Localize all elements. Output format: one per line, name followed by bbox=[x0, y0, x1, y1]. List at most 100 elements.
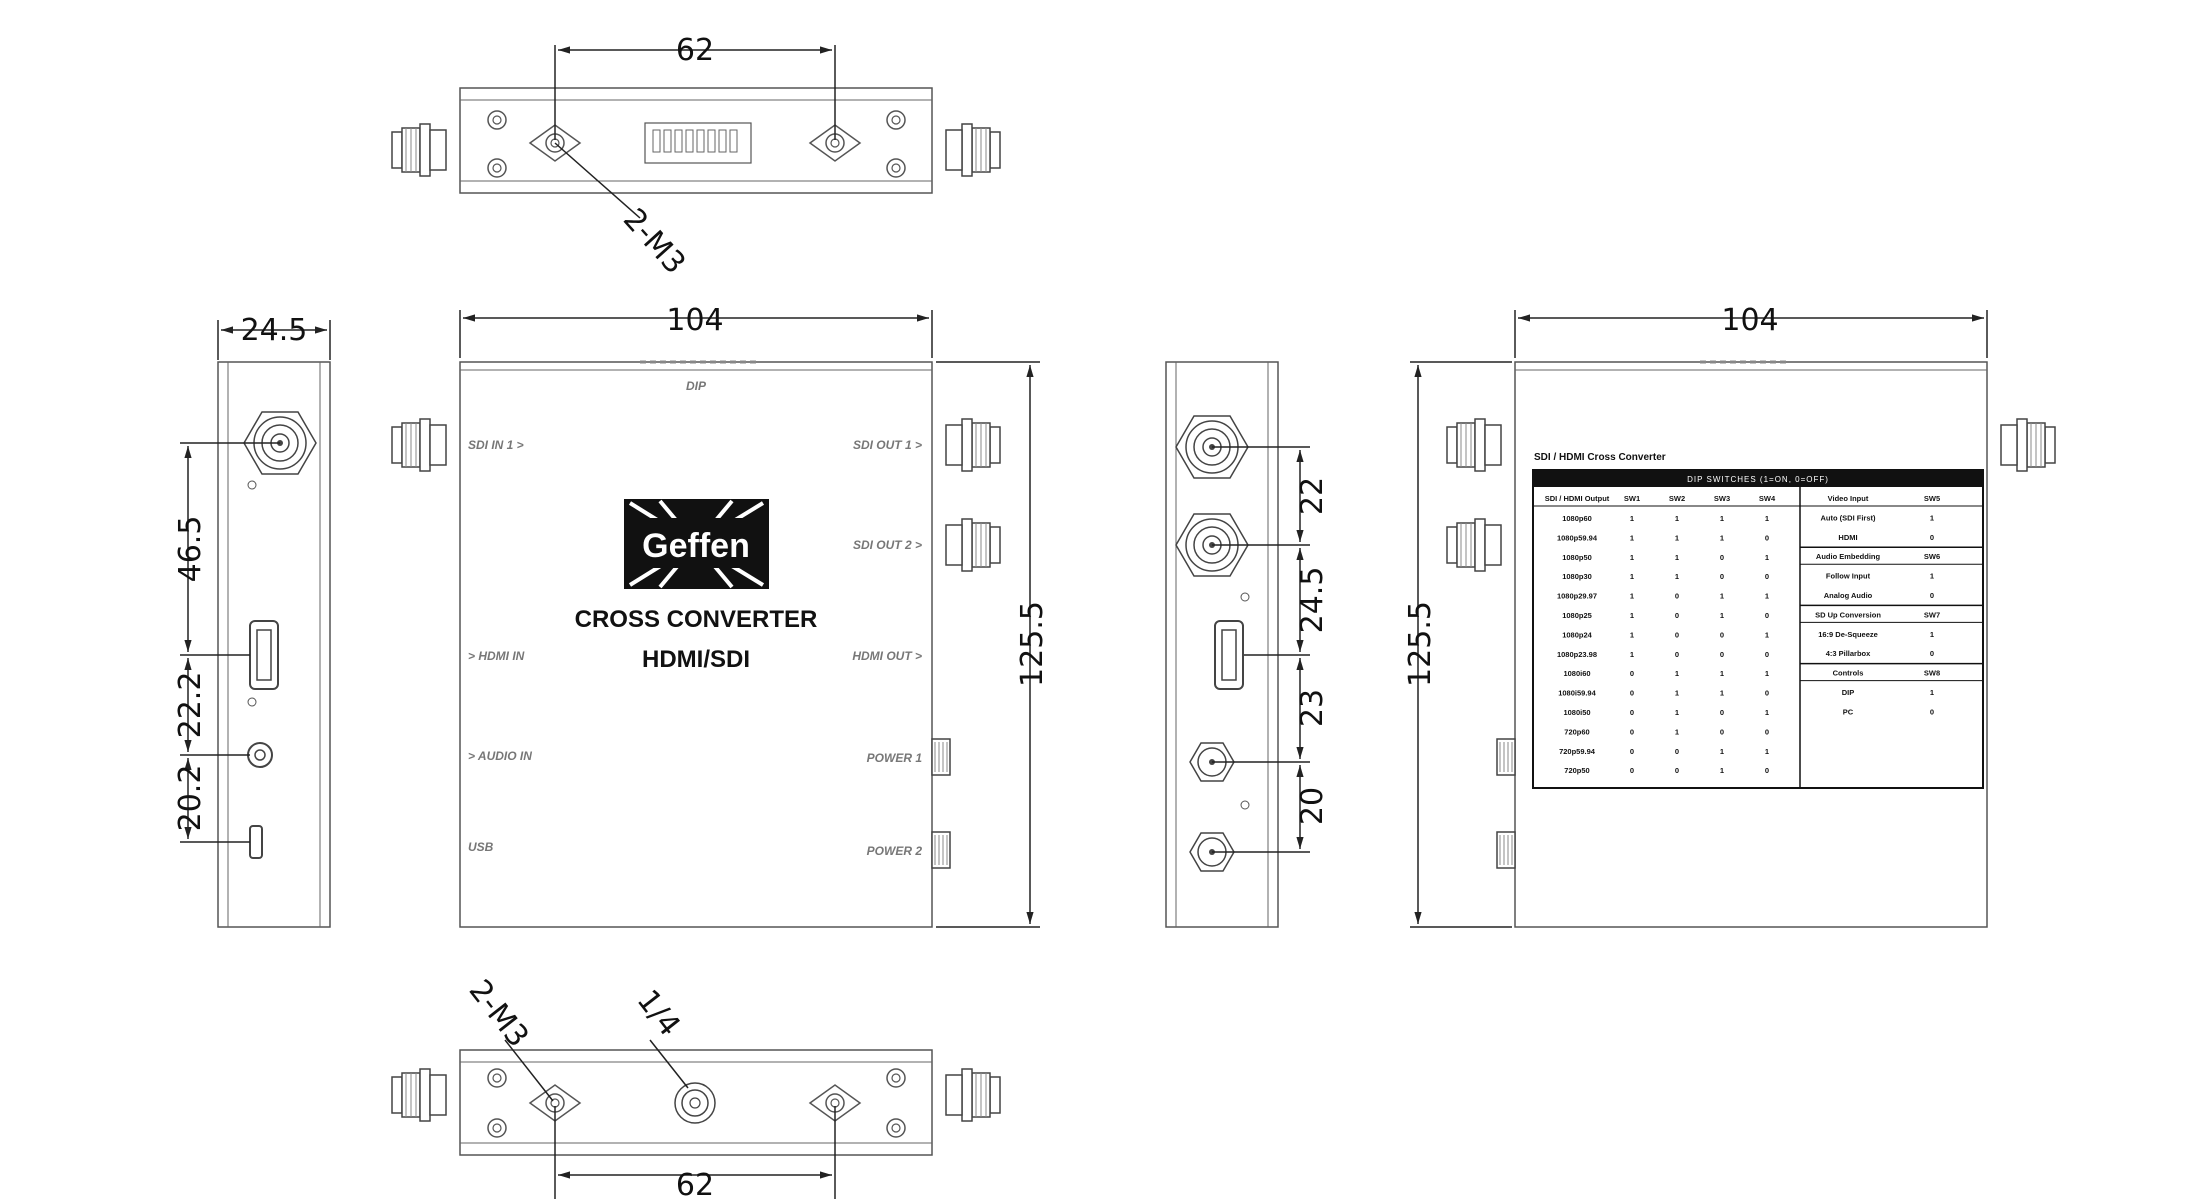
dip-cell: 0 bbox=[1765, 650, 1769, 659]
dip-cell: 0 bbox=[1720, 650, 1724, 659]
dip-cell: 0 bbox=[1720, 708, 1724, 717]
dip-col-header: SW3 bbox=[1714, 494, 1730, 503]
left-dim-b: 22.2 bbox=[173, 672, 208, 739]
label-hdmi-out: HDMI OUT > bbox=[852, 649, 922, 663]
geffen-logo: Geffen bbox=[624, 499, 769, 589]
bottom-view: 62 2-M3 1/4 bbox=[391, 973, 1001, 1199]
dip-right-value: 0 bbox=[1930, 707, 1934, 716]
dip-right-label: Auto (SDI First) bbox=[1821, 513, 1876, 522]
dip-cell: 0 bbox=[1720, 630, 1724, 639]
dip-cell: 1 bbox=[1675, 708, 1679, 717]
dip-right-label: 16:9 De-Squeeze bbox=[1818, 630, 1878, 639]
dip-switch-table: SDI / HDMI Cross Converter DIP SWITCHES … bbox=[1532, 452, 1984, 789]
dip-cell: 1080p59.94 bbox=[1557, 533, 1598, 542]
dip-cell: 0 bbox=[1630, 727, 1634, 736]
label-sdi-in-1: SDI IN 1 > bbox=[468, 438, 524, 452]
dip-cell: 1 bbox=[1765, 592, 1769, 601]
dip-cell: 1080i60 bbox=[1563, 669, 1590, 678]
dip-cell: 1 bbox=[1675, 533, 1679, 542]
dip-cell: 1080i59.94 bbox=[1558, 689, 1596, 698]
dip-right-value: SW6 bbox=[1924, 552, 1940, 561]
dip-cell: 1 bbox=[1720, 533, 1724, 542]
logo-text: Geffen bbox=[642, 527, 750, 565]
dip-cell: 720p59.94 bbox=[1559, 747, 1596, 756]
front-height-dim: 125.5 bbox=[1015, 601, 1050, 687]
dip-cell: 0 bbox=[1675, 592, 1679, 601]
dip-cell: 1 bbox=[1675, 669, 1679, 678]
dip-cell: 1 bbox=[1675, 553, 1679, 562]
dip-col-header: SW1 bbox=[1624, 494, 1640, 503]
dip-cell: 0 bbox=[1720, 553, 1724, 562]
dip-cell: 0 bbox=[1765, 766, 1769, 775]
dip-right-value: 1 bbox=[1930, 572, 1934, 581]
front-width-dim: 104 bbox=[666, 303, 723, 338]
dip-right-value: 0 bbox=[1930, 533, 1934, 542]
dip-right-label: Follow Input bbox=[1826, 572, 1871, 581]
dip-cell: 1080p30 bbox=[1562, 572, 1592, 581]
dip-table-title: SDI / HDMI Cross Converter bbox=[1534, 452, 1666, 463]
top-view: 62 2-M3 bbox=[391, 33, 1001, 281]
dip-cell: 1080p25 bbox=[1562, 611, 1592, 620]
right-dim-4: 20 bbox=[1295, 787, 1330, 825]
dip-right-label: HDMI bbox=[1838, 533, 1857, 542]
dip-cell: 1 bbox=[1630, 553, 1634, 562]
dip-cell: 0 bbox=[1630, 669, 1634, 678]
dip-cell: 1080p23.98 bbox=[1557, 650, 1597, 659]
dip-cell: 1 bbox=[1675, 514, 1679, 523]
dip-cell: 1 bbox=[1630, 630, 1634, 639]
dip-right-label: Video Input bbox=[1828, 494, 1869, 503]
dip-switch-block bbox=[644, 122, 752, 164]
right-dim-1: 22 bbox=[1295, 477, 1330, 515]
dip-cell: 720p60 bbox=[1564, 727, 1589, 736]
dip-right-label: SD Up Conversion bbox=[1815, 610, 1881, 619]
right-dim-3: 23 bbox=[1295, 689, 1330, 727]
dip-col-header: SW2 bbox=[1669, 494, 1685, 503]
dip-cell: 0 bbox=[1675, 766, 1679, 775]
dip-cell: 1 bbox=[1630, 650, 1634, 659]
tripod-callout: 1/4 bbox=[630, 983, 687, 1043]
label-power-2: POWER 2 bbox=[867, 844, 923, 858]
dip-cell: 0 bbox=[1675, 747, 1679, 756]
left-dim-a: 46.5 bbox=[173, 516, 208, 583]
dip-cell: 1080i50 bbox=[1563, 708, 1590, 717]
dip-cell: 1 bbox=[1765, 514, 1769, 523]
dip-cell: 0 bbox=[1675, 650, 1679, 659]
dip-col-header: SDI / HDMI Output bbox=[1545, 494, 1610, 503]
dip-cell: 1 bbox=[1630, 572, 1634, 581]
left-dim-c: 20.2 bbox=[173, 765, 208, 832]
dip-right-label: 4:3 Pillarbox bbox=[1826, 649, 1871, 658]
right-dim-2: 24.5 bbox=[1295, 567, 1330, 634]
top-width-dim: 62 bbox=[676, 33, 714, 68]
dip-cell: 1 bbox=[1765, 747, 1769, 756]
dip-cell: 0 bbox=[1765, 572, 1769, 581]
dip-cell: 1 bbox=[1675, 572, 1679, 581]
dip-cell: 1 bbox=[1720, 514, 1724, 523]
back-width-dim: 104 bbox=[1721, 303, 1778, 338]
label-sdi-out-2: SDI OUT 2 > bbox=[853, 538, 922, 552]
dip-cell: 0 bbox=[1765, 689, 1769, 698]
dip-cell: 0 bbox=[1675, 611, 1679, 620]
dip-cell: 1 bbox=[1720, 689, 1724, 698]
dip-cell: 1 bbox=[1720, 611, 1724, 620]
dip-cell: 1 bbox=[1630, 611, 1634, 620]
dip-cell: 0 bbox=[1765, 727, 1769, 736]
dip-cell: 1 bbox=[1720, 766, 1724, 775]
dip-right-label: Controls bbox=[1833, 669, 1864, 678]
dip-cell: 0 bbox=[1675, 630, 1679, 639]
dip-cell: 1 bbox=[1630, 592, 1634, 601]
dip-right-value: 1 bbox=[1930, 688, 1934, 697]
label-hdmi-in: > HDMI IN bbox=[468, 649, 525, 663]
dip-cell: 1 bbox=[1675, 727, 1679, 736]
dip-right-label: Audio Embedding bbox=[1816, 552, 1881, 561]
dip-cell: 1 bbox=[1720, 669, 1724, 678]
dip-cell: 0 bbox=[1765, 611, 1769, 620]
dip-cell: 1 bbox=[1765, 708, 1769, 717]
dip-right-value: 0 bbox=[1930, 591, 1934, 600]
label-power-1: POWER 1 bbox=[867, 751, 923, 765]
label-usb: USB bbox=[468, 840, 494, 854]
bottom-hole-callout: 2-M3 bbox=[462, 973, 536, 1054]
brand-line-1: CROSS CONVERTER bbox=[575, 606, 818, 633]
dip-cell: 1080p50 bbox=[1562, 553, 1592, 562]
dip-cell: 720p50 bbox=[1564, 766, 1589, 775]
